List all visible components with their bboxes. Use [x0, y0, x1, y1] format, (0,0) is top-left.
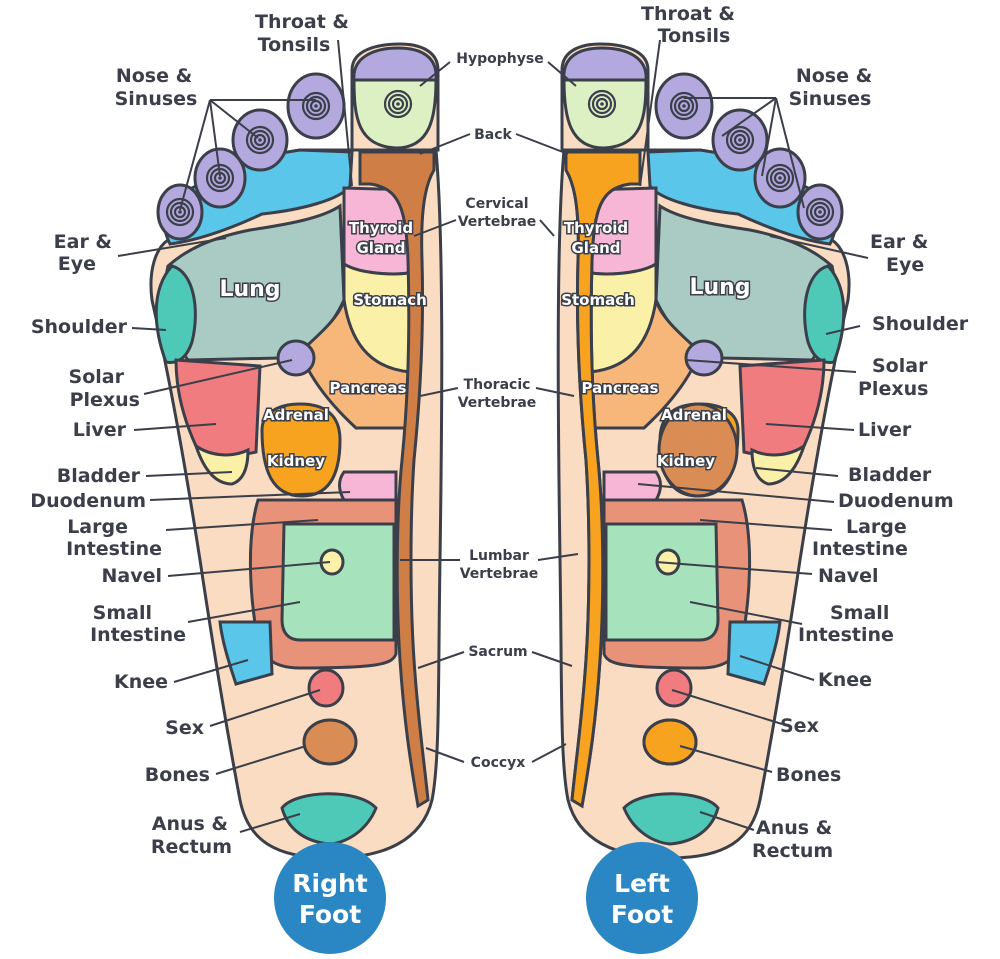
left-knee-label: Knee	[818, 669, 872, 691]
right-bones-label: Bones	[145, 764, 210, 786]
left-ear-label-1: Ear &	[870, 231, 928, 253]
lumbar-label-1: Lumbar	[469, 548, 529, 564]
right-sex-label: Sex	[165, 717, 204, 739]
left-kidney-recolor	[657, 402, 739, 498]
right-anus-label-1: Anus &	[152, 813, 228, 835]
left-spine	[564, 150, 642, 809]
left-solar-label-1: Solar	[872, 355, 928, 377]
right-knee-label: Knee	[114, 671, 168, 693]
right-solar-label-2: Plexus	[70, 389, 140, 411]
right-ear-label-2: Eye	[58, 253, 96, 275]
thoracic-label-1: Thoracic	[464, 377, 531, 393]
left-kidney-label: Kidney	[657, 452, 715, 470]
left-solar-label-2: Plexus	[858, 378, 928, 400]
cervical-label-2: Vertebrae	[458, 214, 537, 230]
left-liver-label: Liver	[858, 419, 912, 441]
center-leaders	[400, 61, 579, 763]
right-bladder-label: Bladder	[57, 465, 141, 487]
left-duodenum-label: Duodenum	[838, 490, 954, 512]
left-large-label-1: Large	[846, 516, 907, 538]
right-foot-labels: Throat & Tonsils Nose & Sinuses Ear & Ey…	[30, 11, 349, 858]
right-throat-label-2: Tonsils	[258, 34, 331, 56]
left-foot-badge: Left Foot	[586, 842, 698, 954]
right-badge-text-2: Foot	[299, 900, 361, 929]
coccyx-label: Coccyx	[471, 755, 526, 771]
right-thyroid-label-1: Thyroid	[349, 219, 413, 237]
left-foot-labels: Throat & Tonsils Nose & Sinuses Ear & Ey…	[641, 3, 969, 862]
left-nose-label-2: Sinuses	[789, 88, 872, 110]
left-throat-label-1: Throat &	[641, 3, 735, 25]
lumbar-label-2: Vertebrae	[460, 566, 539, 582]
right-thyroid-label-2: Gland	[357, 239, 406, 257]
right-small-label-1: Small	[93, 602, 152, 624]
right-adrenal-label: Adrenal	[263, 406, 329, 424]
left-small-label-1: Small	[830, 602, 889, 624]
left-lung-label: Lung	[689, 275, 750, 300]
right-stomach-label: Stomach	[353, 291, 427, 309]
left-thyroid-label-1: Thyroid	[564, 219, 628, 237]
right-shoulder-label: Shoulder	[31, 316, 128, 338]
left-bones-recolor	[642, 718, 698, 766]
left-ear-label-2: Eye	[886, 254, 924, 276]
left-shoulder-label: Shoulder	[872, 313, 969, 335]
right-nose-label-2: Sinuses	[115, 88, 198, 110]
left-small-label-2: Intestine	[798, 624, 894, 646]
left-bladder-label: Bladder	[848, 464, 932, 486]
left-large-label-2: Intestine	[812, 538, 908, 560]
right-solar-label-1: Solar	[69, 366, 125, 388]
right-foot-badge: Right Foot	[274, 842, 386, 954]
right-anus-label-2: Rectum	[151, 836, 232, 858]
left-stomach-label: Stomach	[561, 291, 635, 309]
right-badge-text-1: Right	[292, 869, 368, 898]
cervical-label-1: Cervical	[465, 196, 528, 212]
sacrum-label: Sacrum	[468, 644, 527, 660]
hypophyse-label: Hypophyse	[456, 51, 543, 67]
right-kidney-label: Kidney	[267, 452, 325, 470]
back-label: Back	[474, 127, 512, 143]
left-anus-label-2: Rectum	[752, 840, 833, 862]
left-badge-text-1: Left	[614, 869, 670, 898]
right-nose-label-1: Nose &	[116, 65, 192, 87]
left-thyroid-label-2: Gland	[572, 239, 621, 257]
thoracic-label-2: Vertebrae	[458, 395, 537, 411]
right-duodenum-label: Duodenum	[30, 490, 146, 512]
left-throat-label-2: Tonsils	[658, 25, 731, 47]
left-leaders	[637, 39, 869, 831]
left-navel-label: Navel	[818, 565, 879, 587]
right-throat-label-1: Throat &	[255, 11, 349, 33]
left-sex-label: Sex	[780, 715, 819, 737]
right-liver-label: Liver	[73, 419, 127, 441]
left-adrenal-label: Adrenal	[661, 406, 727, 424]
right-lung-label: Lung	[219, 277, 280, 302]
center-labels: Hypophyse Back Cervical Vertebrae Thorac…	[456, 51, 543, 771]
right-ear-label-1: Ear &	[54, 231, 112, 253]
right-leaders	[117, 39, 353, 833]
left-pancreas-label: Pancreas	[582, 379, 659, 397]
left-nose-label-1: Nose &	[796, 65, 872, 87]
right-pancreas-label: Pancreas	[330, 379, 407, 397]
left-badge-text-2: Foot	[611, 900, 673, 929]
right-navel-label: Navel	[101, 565, 162, 587]
left-anus-label-1: Anus &	[756, 817, 832, 839]
left-bones-label: Bones	[776, 764, 841, 786]
right-large-label-2: Intestine	[66, 538, 162, 560]
right-large-label-1: Large	[67, 516, 128, 538]
right-small-label-2: Intestine	[90, 624, 186, 646]
